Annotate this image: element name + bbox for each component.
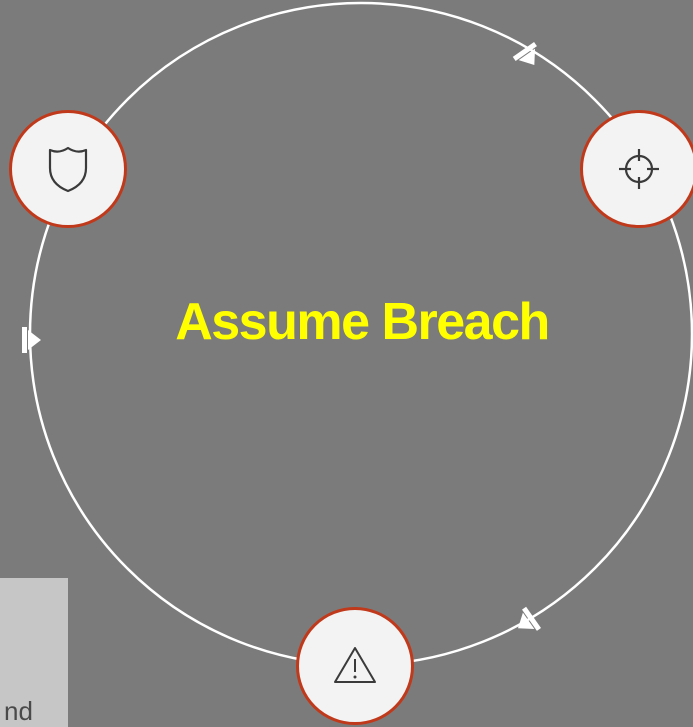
side-panel-text: nd: [4, 696, 33, 726]
arrow-marker-left: [22, 327, 41, 353]
node-alert[interactable]: [296, 607, 414, 725]
shield-icon: [48, 146, 88, 193]
arrow-marker-top-right: [512, 41, 537, 66]
arrow-marker-bottom-right: [517, 606, 542, 631]
node-shield[interactable]: [9, 110, 127, 228]
node-target[interactable]: [580, 110, 693, 228]
side-panel: nd: [0, 578, 68, 727]
diagram-title: Assume Breach: [175, 293, 550, 351]
warning-icon: [334, 647, 376, 683]
target-icon: [619, 149, 659, 189]
